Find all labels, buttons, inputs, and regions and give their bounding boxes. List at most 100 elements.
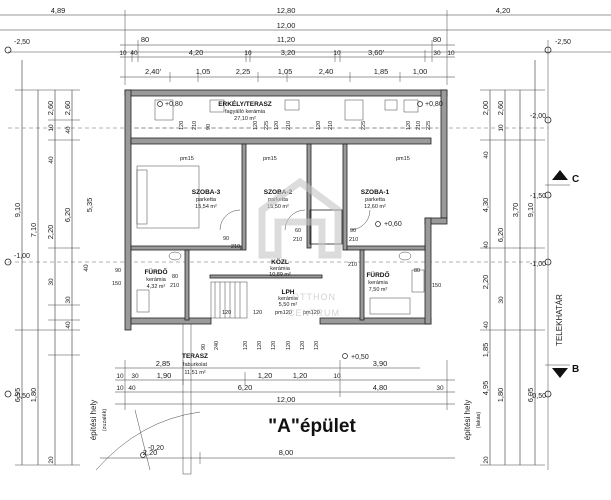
- mark-150: 150: [432, 283, 441, 289]
- building-zone-left-sub: (zuzalék): [102, 409, 108, 431]
- mark-210: 210: [349, 237, 358, 243]
- watermark-line1: OTTHON: [292, 292, 336, 302]
- dim-left-mid-2: 1,80: [29, 388, 38, 403]
- dim-right-c2-1: 10: [498, 124, 505, 132]
- room-name: TERASZ: [182, 353, 208, 360]
- dim-bottom-r4-0: 12,00: [277, 395, 296, 404]
- room-name: SZOBA-3: [192, 189, 221, 196]
- room-material: parketta: [365, 197, 386, 203]
- section-c-arrow-icon: [552, 170, 568, 180]
- room-material: fagyálló kerámia: [225, 109, 266, 115]
- level-right-3: -1,50: [530, 193, 546, 200]
- dim-left-c1-7: 20: [48, 456, 55, 464]
- dim-row5-0: 2,40': [145, 67, 162, 76]
- opening-marks: 120 210 90 120 225 120 210 120 210 225 1…: [112, 121, 441, 350]
- room-name: SZOBA-1: [361, 189, 390, 196]
- dim-row3-a: 80: [141, 35, 149, 44]
- dim-right-c1-4: 2,20: [481, 275, 490, 290]
- dim-right-c2-6: 1,80: [496, 388, 505, 403]
- room-name: FÜRDŐ: [366, 270, 389, 279]
- dim-bottom-r2-4: 1,20: [293, 371, 308, 380]
- dim-right-c1-1: 40: [483, 151, 490, 159]
- dim-row5-4: 2,40: [319, 67, 334, 76]
- room-area: 7,50 m²: [369, 287, 388, 293]
- room-area: 15,54 m²: [195, 204, 217, 210]
- mark-210: 210: [170, 283, 179, 289]
- room-material: kerámia: [270, 266, 291, 272]
- dim-row2: 12,00: [277, 21, 296, 30]
- mark-80: 80: [172, 274, 178, 280]
- mark-120: 120: [253, 121, 259, 130]
- dim-left-c1-0: 2,60: [46, 101, 55, 116]
- room-area: 15,50 m²: [267, 204, 289, 210]
- dim-bottom-r2-5: 10: [333, 373, 341, 380]
- room-furdo-left: FÜRDŐ kerámia 4,32 m²: [144, 267, 167, 290]
- dim-bottom-r2-2: 1,90: [157, 371, 172, 380]
- dim-row4-6: 3,60': [368, 48, 385, 57]
- dim-left-c1-1: 10: [48, 124, 55, 132]
- room-material: faburkolat: [183, 362, 208, 368]
- dim-row4-7: 30: [433, 50, 441, 57]
- room-material: parketta: [196, 197, 217, 203]
- level-right-top: -2,50: [555, 39, 571, 46]
- dim-bottom-r1-1: 3,90: [373, 359, 388, 368]
- dim-left-outer-2: 6,95: [13, 388, 22, 403]
- dim-right-c2-3: 6,20: [496, 228, 505, 243]
- room-szoba1: SZOBA-1 parketta 12,60 m²: [361, 189, 390, 210]
- mark-120: 120: [300, 341, 306, 350]
- dim-left-c2-0: 2,60: [63, 101, 72, 116]
- mark-210: 210: [286, 121, 292, 130]
- dim-row3-b: 11,20: [277, 35, 295, 44]
- mark-pm120: pm120: [275, 310, 292, 316]
- boundary-label: TELEKHATÁR: [555, 294, 564, 346]
- room-szoba3: SZOBA-3 parketta 15,54 m²: [192, 189, 221, 210]
- mark-225: 225: [264, 121, 270, 130]
- mark-90: 90: [350, 228, 356, 234]
- mark-pm15: pm15: [180, 156, 194, 162]
- level-lower: +0,50: [351, 354, 369, 361]
- building-zone-left: építési hely: [89, 400, 98, 440]
- level-left-top: -2,50: [14, 39, 30, 46]
- mark-120: 120: [271, 341, 277, 350]
- room-area: 12,60 m²: [364, 204, 386, 210]
- room-furdo-right: FÜRDŐ kerámia 7,50 m²: [366, 270, 389, 293]
- dim-bottom-r2-3: 1,20: [258, 371, 273, 380]
- level-points: +0,80 +0,80 +0,60 +0,50 -0,20: [140, 101, 443, 458]
- mark-60: 60: [295, 228, 301, 234]
- mark-225: 225: [426, 121, 432, 130]
- room-area: 5,50 m²: [279, 302, 298, 308]
- dim-bottom-r5-0: 2,20: [143, 448, 158, 457]
- dim-top-right: 4,20: [496, 6, 511, 15]
- level-erkely-right: +0,80: [425, 101, 443, 108]
- dim-right-c2-0: 2,60: [496, 101, 505, 116]
- dim-row5-1: 1,05: [196, 67, 211, 76]
- dim-row3-c: 80: [433, 35, 441, 44]
- mark-90: 90: [206, 124, 212, 130]
- left-dimensions: 9,10 6,95 7,10 1,80 2,60 10 40 2,20 30 2…: [13, 60, 94, 466]
- dim-left-outer-1: 9,10: [13, 203, 22, 218]
- dim-row5-5: 1,85: [374, 67, 389, 76]
- mark-pm120: pm120: [303, 310, 320, 316]
- mark-210: 210: [328, 121, 334, 130]
- dim-left-c2-4: 40: [65, 321, 72, 329]
- dim-left-c2-3: 30: [65, 296, 72, 304]
- dim-right-c1-5: 40: [483, 321, 490, 329]
- level-kozl: +0,60: [384, 221, 402, 228]
- dim-right-c2-2: 9,10: [526, 203, 535, 218]
- mark-90: 90: [115, 268, 121, 274]
- room-area: 10,89 m²: [269, 272, 291, 278]
- room-name: LPH: [282, 289, 295, 296]
- room-erkely: ERKÉLY/TERASZ fagyálló kerámia 27,10 m²: [218, 99, 272, 122]
- dim-row4-1: 40: [130, 50, 138, 57]
- level-right-5: -0,50: [530, 393, 546, 400]
- mark-120: 120: [316, 121, 322, 130]
- room-name: ERKÉLY/TERASZ: [218, 99, 272, 108]
- level-right-4: -1,00: [530, 261, 546, 268]
- mark-120: 120: [314, 341, 320, 350]
- dim-row4-2: 4,20: [189, 48, 204, 57]
- building-title: "A"épület: [268, 416, 356, 437]
- room-area: 11,51 m²: [184, 370, 205, 376]
- mark-240: 240: [214, 341, 220, 350]
- section-markers: C B: [545, 170, 579, 378]
